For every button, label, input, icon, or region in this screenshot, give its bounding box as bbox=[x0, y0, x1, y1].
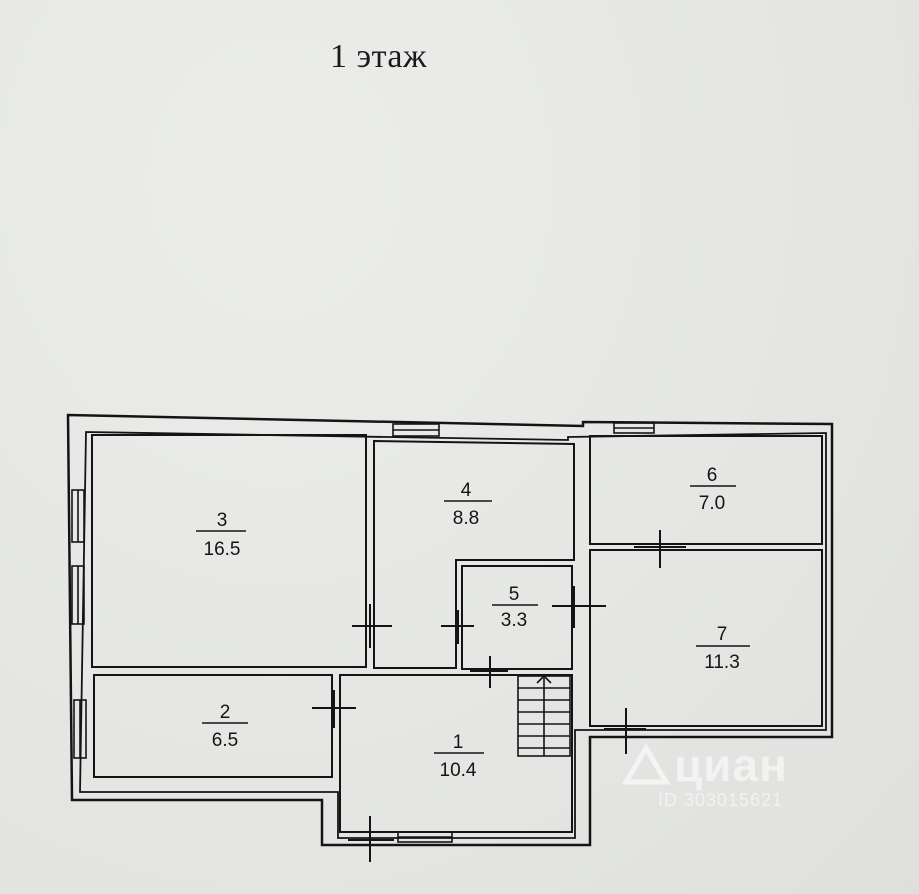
staircase bbox=[517, 674, 571, 757]
svg-text:3.3: 3.3 bbox=[501, 610, 527, 631]
svg-text:7: 7 bbox=[717, 624, 728, 645]
room-label-1: 1 10.4 bbox=[434, 732, 484, 781]
svg-text:16.5: 16.5 bbox=[204, 539, 241, 560]
svg-text:6: 6 bbox=[707, 465, 718, 486]
room-label-3: 3 16.5 bbox=[196, 510, 246, 560]
room-label-6: 6 7.0 bbox=[690, 465, 736, 514]
watermark-brand: циан bbox=[674, 739, 788, 791]
svg-text:2: 2 bbox=[220, 702, 231, 723]
room-labels: 3 16.5 4 8.8 5 3.3 6 7.0 7 bbox=[196, 465, 750, 781]
svg-text:8.8: 8.8 bbox=[453, 508, 479, 529]
door-markers bbox=[312, 530, 686, 862]
room-label-5: 5 3.3 bbox=[492, 584, 538, 631]
svg-text:11.3: 11.3 bbox=[704, 652, 740, 673]
svg-text:1: 1 bbox=[453, 732, 464, 753]
room-4-outline bbox=[373, 439, 575, 669]
svg-text:6.5: 6.5 bbox=[212, 730, 238, 751]
watermark-id: ID 303015621 bbox=[658, 790, 784, 810]
room-label-7: 7 11.3 bbox=[696, 624, 750, 673]
room-2-outline bbox=[93, 674, 333, 778]
room-1-outline bbox=[339, 674, 573, 833]
svg-text:7.0: 7.0 bbox=[699, 493, 725, 514]
page-title: 1 этаж bbox=[330, 38, 427, 75]
room-label-2: 2 6.5 bbox=[202, 702, 248, 751]
room-7-outline bbox=[589, 549, 823, 727]
room-label-4: 4 8.8 bbox=[444, 480, 492, 529]
svg-text:3: 3 bbox=[217, 510, 228, 531]
svg-text:10.4: 10.4 bbox=[440, 760, 477, 781]
room-6-outline bbox=[589, 435, 823, 545]
inner-wall-outline bbox=[79, 431, 827, 839]
room-5-outline bbox=[461, 565, 573, 670]
house-icon bbox=[622, 743, 670, 785]
windows bbox=[71, 422, 655, 843]
svg-text:4: 4 bbox=[461, 480, 472, 501]
svg-text:5: 5 bbox=[509, 584, 520, 605]
outer-wall-outline bbox=[66, 413, 834, 847]
watermark: циан ID 303015621 bbox=[622, 738, 852, 818]
